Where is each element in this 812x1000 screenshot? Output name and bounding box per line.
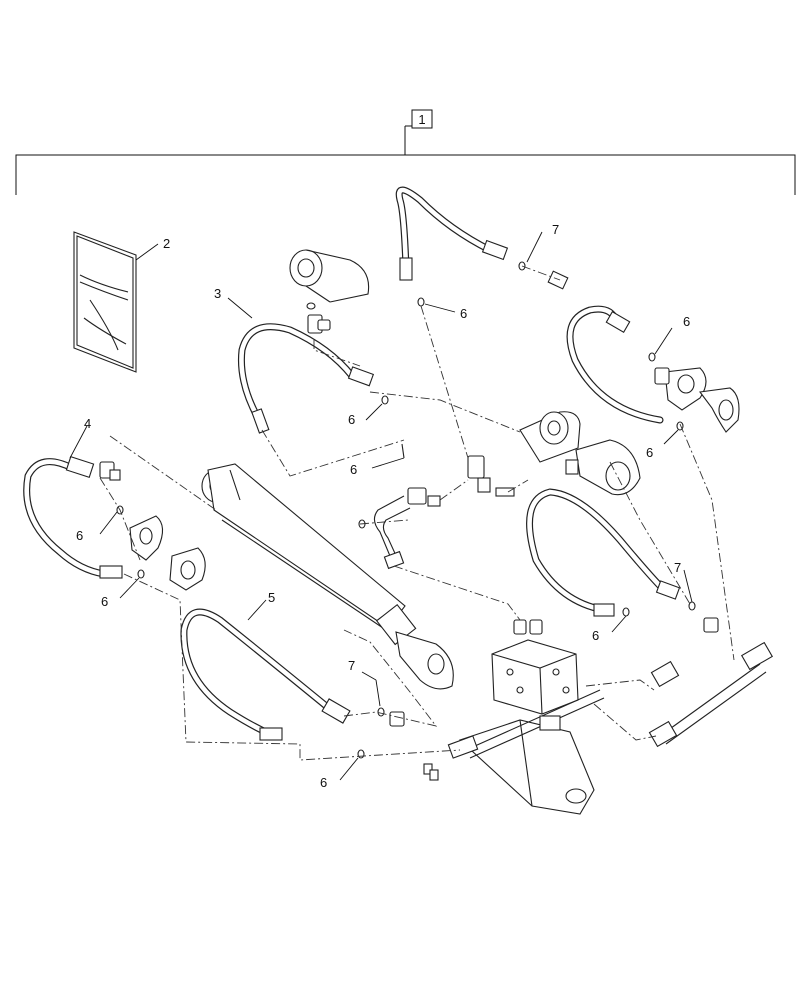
- leader-7-top: [526, 231, 543, 263]
- leader-6-top: [424, 303, 456, 313]
- callout-5-hose[interactable]: 5: [268, 590, 275, 605]
- left-clamp-bracket: [129, 515, 206, 591]
- leader-7-right: [683, 569, 693, 603]
- elbow-fitting-top-left: [306, 302, 331, 334]
- o-ring-fitting-7-bottom: [377, 707, 385, 717]
- leader-6-left-mid: [99, 511, 118, 535]
- o-ring-top: [417, 297, 425, 307]
- callout-7-top[interactable]: 7: [552, 222, 559, 237]
- elbow-fitting-center: [407, 487, 441, 507]
- right-loop-hose: [566, 305, 664, 424]
- o-ring-right-upper: [648, 352, 656, 362]
- rigid-tube-center: [373, 495, 411, 570]
- control-valve-block: [491, 619, 579, 715]
- right-clamp-bracket: [654, 367, 740, 433]
- callout-6-right-lower[interactable]: 6: [592, 628, 599, 643]
- hydraulic-cylinder: [201, 463, 454, 690]
- upper-mount-bushing: [289, 249, 370, 303]
- callout-6-left-mid[interactable]: 6: [76, 528, 83, 543]
- leader-6-bottom: [339, 757, 359, 781]
- callout-6-left-lower[interactable]: 6: [101, 594, 108, 609]
- mounting-bracket: [458, 719, 595, 815]
- callout-7-bottom[interactable]: 7: [348, 658, 355, 673]
- hose-3: [237, 323, 375, 434]
- callout-6-right-mid[interactable]: 6: [646, 445, 653, 460]
- straight-fitting-top: [518, 261, 569, 290]
- callout-6-right-upper[interactable]: 6: [683, 314, 690, 329]
- leader-6-left-lower: [119, 577, 140, 599]
- callout-1-kit[interactable]: 1: [418, 112, 425, 127]
- leader-6-right-upper: [654, 327, 673, 355]
- o-ring-bottom: [357, 749, 365, 759]
- leader-7-bottom-b: [375, 679, 381, 707]
- straight-fitting-bottom: [389, 711, 405, 727]
- callout-6-bottom[interactable]: 6: [320, 775, 327, 790]
- pin-center: [401, 443, 405, 459]
- callout-6-top[interactable]: 6: [460, 306, 467, 321]
- leader-4: [69, 425, 88, 459]
- callout-4-hose[interactable]: 4: [84, 416, 91, 431]
- leader-3: [227, 297, 253, 319]
- leader-2: [135, 243, 159, 261]
- leader-7-bottom: [361, 671, 377, 681]
- leader-6-right-mid: [663, 429, 679, 445]
- tee-fitting: [467, 455, 515, 497]
- elbow-fitting-left: [99, 461, 121, 481]
- operator-manual: [73, 231, 137, 373]
- kit-bracket: [15, 109, 796, 195]
- routing-lines: [99, 265, 735, 761]
- hose-5: [180, 608, 351, 741]
- o-ring-right-mid: [676, 421, 684, 431]
- o-ring-fitting-7-right: [688, 601, 696, 611]
- callout-6-center[interactable]: 6: [350, 462, 357, 477]
- leader-5: [247, 599, 267, 621]
- o-ring-left-mid: [116, 505, 124, 515]
- straight-fitting-right: [703, 617, 719, 633]
- o-ring-left-lower: [137, 569, 145, 579]
- rigid-tube-right: [648, 641, 774, 748]
- leader-6-center: [371, 457, 405, 469]
- o-ring-right-lower: [622, 607, 630, 617]
- o-ring-left-upper: [381, 395, 389, 405]
- rigid-tube-lower: [447, 689, 605, 759]
- callout-6-left-upper[interactable]: 6: [348, 412, 355, 427]
- hose-4: [23, 455, 123, 579]
- rod-end-mount: [519, 411, 641, 496]
- callout-2-manual[interactable]: 2: [163, 236, 170, 251]
- long-top-hose: [395, 186, 509, 281]
- leader-6-left-upper: [365, 403, 383, 421]
- lower-right-loop-hose: [526, 488, 681, 617]
- callout-3-hose[interactable]: 3: [214, 286, 221, 301]
- bolts: [423, 763, 439, 781]
- leader-6-right-lower: [611, 615, 627, 633]
- callout-7-right[interactable]: 7: [674, 560, 681, 575]
